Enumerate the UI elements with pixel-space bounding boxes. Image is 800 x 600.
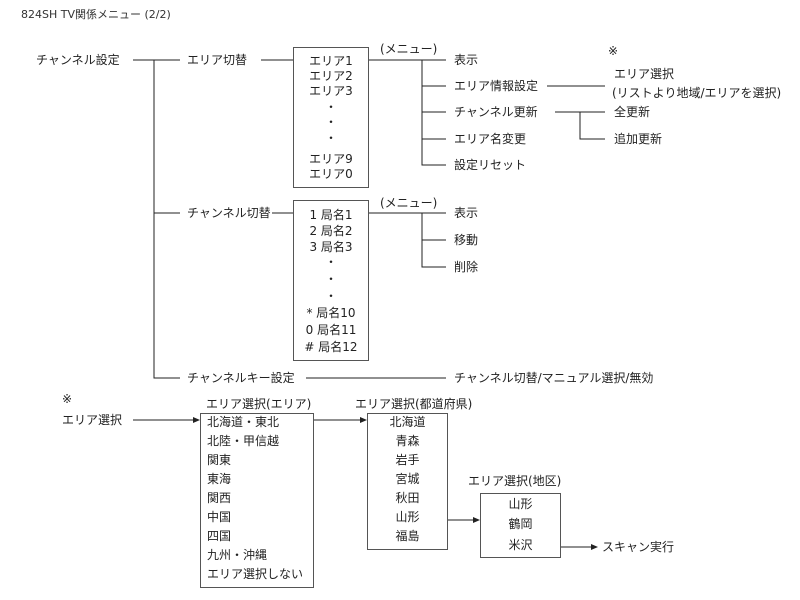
- station-item: 2 局名2: [309, 224, 353, 238]
- menu-item-reset: 設定リセット: [454, 158, 527, 172]
- ellipsis-dot: ・: [324, 131, 337, 145]
- menu-item-rename-area: エリア名変更: [454, 132, 527, 146]
- menu-item-delete: 削除: [454, 260, 479, 274]
- region-list-box: 北海道・東北 北陸・甲信越 関東 東海 関西 中国 四国 九州・沖縄 エリア選択…: [200, 413, 314, 588]
- prefecture-heading: エリア選択(都道府県): [355, 397, 473, 411]
- area-item: エリア1: [309, 54, 353, 68]
- menu-item-area-info: エリア情報設定: [454, 79, 539, 93]
- menu-item-channel-update: チャンネル更新: [454, 105, 538, 119]
- area-item: エリア0: [309, 167, 353, 181]
- update-add: 追加更新: [614, 132, 663, 146]
- region-item: 東海: [207, 472, 232, 486]
- arrowhead: [591, 544, 598, 550]
- prefecture-list-box: 北海道 青森 岩手 宮城 秋田 山形 福島: [367, 413, 448, 550]
- station-item: 3 局名3: [309, 240, 353, 254]
- region-item: 関西: [207, 491, 232, 505]
- menu-item-move: 移動: [454, 233, 479, 247]
- menu-item-display: 表示: [454, 206, 479, 220]
- page-title: 824SH TV関係メニュー (2/2): [21, 8, 171, 21]
- prefecture-item: 岩手: [395, 453, 420, 467]
- station-list-box: 1 局名1 2 局名2 3 局名3 ・ ・ ・ * 局名10 0 局名11 # …: [293, 200, 369, 361]
- scan-execute: スキャン実行: [602, 540, 675, 554]
- prefecture-item: 青森: [395, 434, 420, 448]
- area-item: エリア2: [309, 69, 353, 83]
- region-item: 四国: [207, 529, 232, 543]
- arrowhead: [193, 417, 200, 423]
- connector: [579, 112, 605, 140]
- station-item: 0 局名11: [305, 323, 357, 337]
- area-item: エリア3: [309, 84, 353, 98]
- connector: [153, 60, 180, 379]
- region-item: 北海道・東北: [207, 415, 280, 429]
- root-node-channel-settings: チャンネル設定: [36, 53, 120, 67]
- ellipsis-dot: ・: [324, 272, 337, 286]
- district-item: 山形: [508, 497, 533, 511]
- note-mark: ※: [608, 44, 619, 58]
- area-select-result: エリア選択: [614, 67, 675, 81]
- prefecture-item: 北海道: [389, 415, 426, 429]
- connector: [421, 60, 446, 166]
- district-list-box: 山形 鶴岡 米沢: [480, 493, 561, 558]
- area-list-box: エリア1 エリア2 エリア3 ・ ・ ・ エリア9 エリア0: [293, 47, 369, 188]
- region-item: 中国: [207, 510, 232, 524]
- area-item: エリア9: [309, 152, 353, 166]
- region-item: エリア選択しない: [207, 567, 304, 581]
- update-all: 全更新: [614, 105, 651, 119]
- menu-label: (メニュー): [380, 196, 438, 210]
- arrowhead: [473, 517, 480, 523]
- connector: [421, 213, 446, 268]
- area-select-note: (リストより地域/エリアを選択): [612, 86, 782, 100]
- ellipsis-dot: ・: [324, 289, 337, 303]
- branch-channel-key: チャンネルキー設定: [187, 371, 295, 385]
- region-item: 九州・沖縄: [207, 548, 268, 562]
- district-heading: エリア選択(地区): [468, 474, 562, 488]
- branch-area-switch: エリア切替: [187, 53, 248, 67]
- region-item: 北陸・甲信越: [207, 434, 280, 448]
- ellipsis-dot: ・: [324, 100, 337, 114]
- station-item: 1 局名1: [309, 208, 353, 222]
- region-heading: エリア選択(エリア): [206, 397, 312, 411]
- station-item: * 局名10: [306, 306, 356, 320]
- prefecture-item: 山形: [395, 510, 420, 524]
- arrowhead: [360, 417, 367, 423]
- branch-channel-switch: チャンネル切替: [187, 206, 271, 220]
- area-select-start: エリア選択: [62, 413, 123, 427]
- ellipsis-dot: ・: [324, 255, 337, 269]
- menu-item-display: 表示: [454, 53, 479, 67]
- prefecture-item: 秋田: [395, 491, 420, 505]
- district-item: 米沢: [508, 538, 533, 552]
- ellipsis-dot: ・: [324, 115, 337, 129]
- region-item: 関東: [207, 453, 232, 467]
- menu-label: (メニュー): [380, 42, 438, 56]
- note-mark: ※: [62, 392, 73, 406]
- channel-key-options: チャンネル切替/マニュアル選択/無効: [454, 371, 654, 385]
- district-item: 鶴岡: [508, 517, 533, 531]
- prefecture-item: 宮城: [395, 472, 420, 486]
- prefecture-item: 福島: [395, 529, 420, 543]
- station-item: # 局名12: [304, 340, 358, 354]
